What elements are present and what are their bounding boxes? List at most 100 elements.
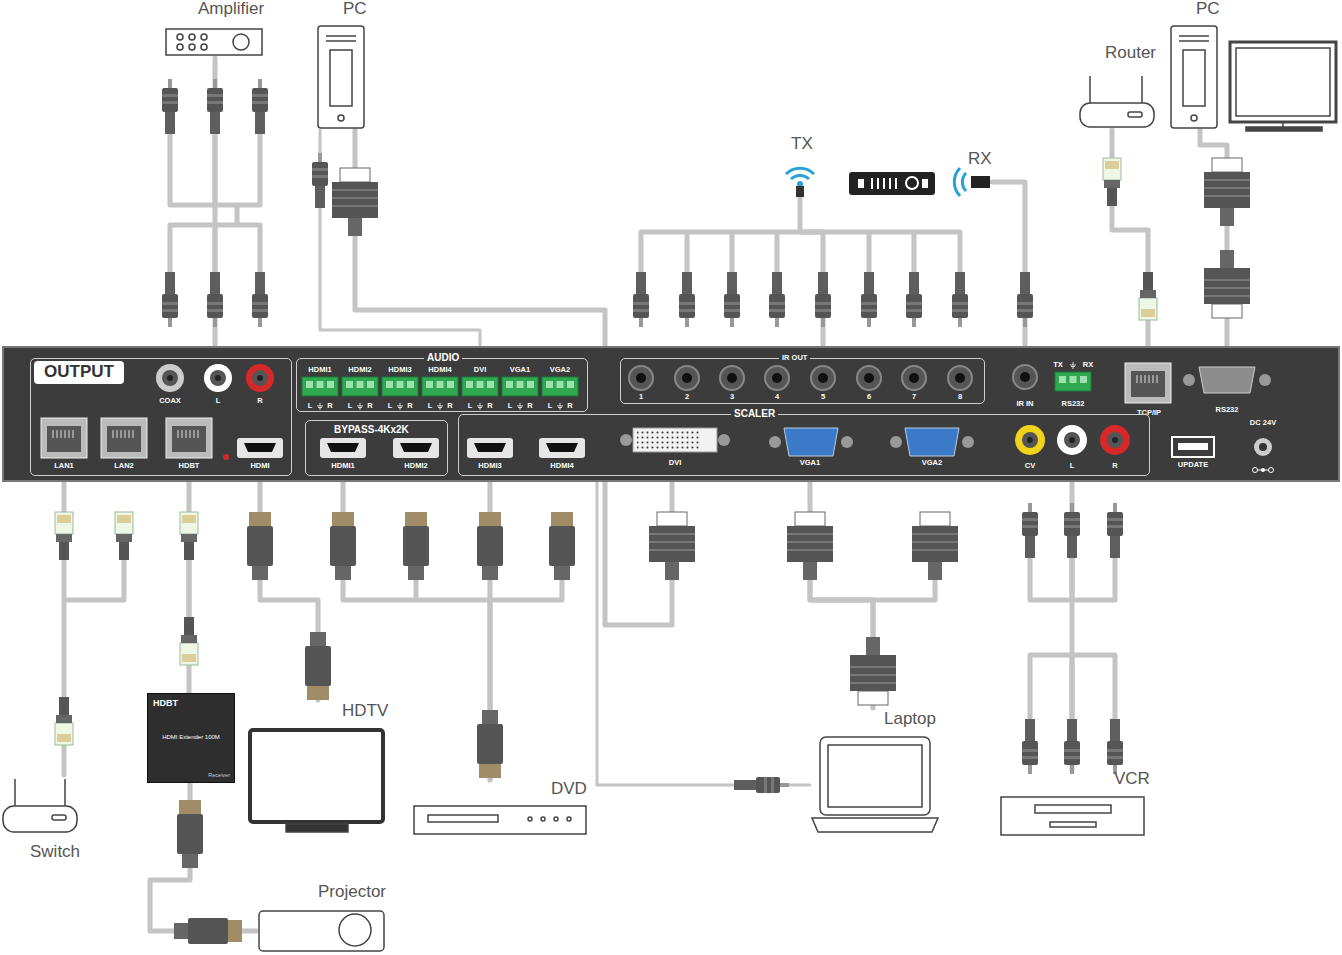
port-label: LAN2 — [114, 462, 134, 470]
port-label: HDMI3 — [478, 462, 501, 470]
plugs — [177, 800, 203, 868]
wireless-icons — [849, 172, 935, 195]
group-heading: IR IN — [1016, 400, 1033, 408]
plugs — [180, 512, 198, 560]
devices — [286, 824, 348, 832]
plugs — [252, 272, 268, 327]
devices — [259, 911, 384, 951]
panel — [1100, 425, 1130, 455]
port-label: 8 — [958, 393, 962, 401]
devices — [1128, 112, 1142, 117]
devices — [828, 745, 922, 807]
group-heading: BYPASS-4Kx2K — [334, 424, 409, 435]
panel — [948, 366, 972, 390]
panel — [156, 364, 184, 392]
devices — [428, 815, 498, 822]
device-box: Router — [1076, 44, 1158, 130]
port-label: COAX — [159, 397, 181, 405]
port-label: RX — [1083, 361, 1093, 369]
device-label: DVD — [551, 780, 587, 799]
devices — [330, 50, 352, 106]
panel — [1069, 437, 1075, 443]
port-label: UPDATE — [1178, 461, 1208, 469]
panel — [765, 366, 789, 390]
panel — [517, 403, 523, 409]
wireless-icons — [872, 178, 896, 189]
devices — [338, 115, 344, 121]
plugs — [815, 272, 831, 327]
devices — [326, 36, 356, 41]
device-box: HDTV — [246, 700, 387, 837]
device-box: Amplifier — [160, 0, 270, 58]
plugs — [180, 617, 198, 665]
devices — [1050, 822, 1096, 827]
port-label: LAN1 — [54, 462, 74, 470]
devices — [189, 44, 195, 50]
panel — [167, 375, 173, 381]
port-label: L — [1070, 462, 1075, 470]
port-label: RS232 — [1062, 400, 1085, 408]
panel — [633, 428, 717, 452]
wireless-icons — [971, 176, 990, 188]
plugs — [162, 272, 178, 327]
device-label: RX — [968, 150, 992, 169]
devices — [318, 26, 364, 128]
plugs — [1022, 503, 1038, 558]
group-heading: HDBT — [153, 699, 178, 709]
devices — [15, 779, 65, 806]
plugs — [207, 79, 223, 134]
port-label: HDMI4 — [428, 366, 451, 374]
plugs — [679, 272, 695, 327]
plugs — [477, 512, 503, 580]
port-label: HDMI2 — [348, 366, 371, 374]
devices — [1246, 127, 1322, 131]
port-label: VGA2 — [922, 459, 942, 467]
devices — [233, 34, 249, 50]
plugs — [906, 272, 922, 327]
cable-fans — [170, 134, 260, 272]
device-label: Amplifier — [198, 0, 264, 19]
plugs — [247, 512, 273, 580]
device-label: Projector — [318, 883, 386, 902]
wireless-icons — [796, 186, 804, 197]
plugs — [861, 272, 877, 327]
port-label: R — [1112, 462, 1117, 470]
device-label: VCR — [1114, 770, 1150, 789]
plugs — [55, 697, 73, 745]
cable-line — [320, 130, 480, 358]
port-group: IR OUT — [620, 358, 985, 404]
devices — [1171, 26, 1217, 128]
plugs — [649, 512, 695, 580]
receiver-box: HDBTHDMI Extender 100MReceiver — [147, 693, 235, 783]
device-box: TX — [783, 135, 817, 197]
port-label: 5 — [821, 393, 825, 401]
panel — [397, 403, 403, 409]
devices — [1080, 103, 1154, 127]
panel — [1027, 437, 1033, 443]
port-label: L — [216, 397, 221, 405]
panel — [1259, 374, 1271, 386]
plugs — [724, 272, 740, 327]
plugs — [769, 272, 785, 327]
wireless-icons — [786, 168, 814, 179]
panel — [215, 375, 221, 381]
panel — [1022, 432, 1038, 448]
device-label: Switch — [30, 843, 80, 862]
wireless-icons — [906, 177, 918, 189]
panel — [857, 366, 881, 390]
port-label: L — [308, 402, 313, 410]
plugs — [477, 710, 503, 778]
panel — [393, 438, 439, 458]
group-heading: IR OUT — [779, 354, 810, 362]
panel — [542, 377, 578, 396]
device-box: RX — [940, 150, 992, 198]
panel — [237, 438, 283, 458]
device-label: TX — [791, 135, 813, 154]
port-label: R — [327, 402, 332, 410]
device-box: VCR — [998, 770, 1147, 837]
port-label: R — [527, 402, 532, 410]
devices — [177, 34, 183, 40]
plugs — [252, 79, 268, 134]
device-box: DVD — [411, 780, 589, 837]
devices — [820, 737, 930, 815]
